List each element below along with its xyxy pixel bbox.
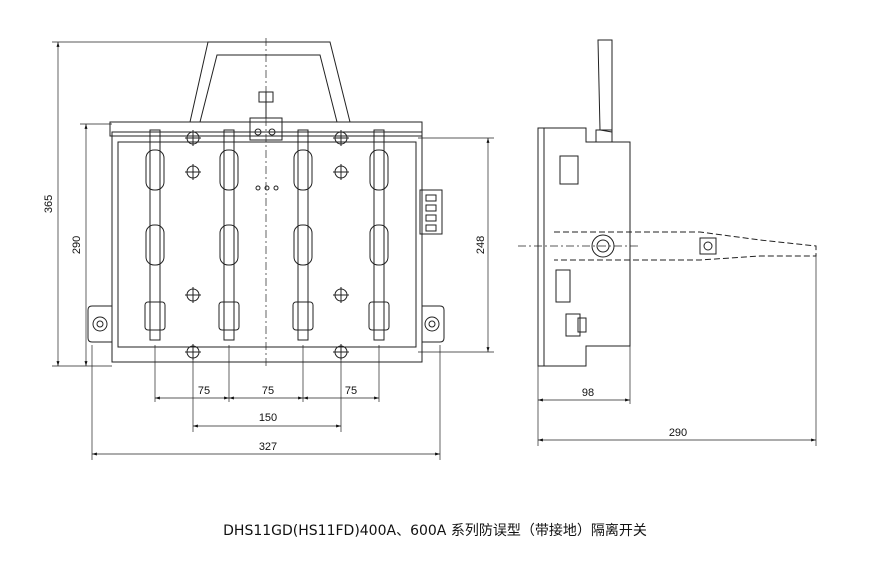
pole-4: [368, 129, 390, 341]
dim-150: 150: [259, 412, 277, 424]
dim-98: 98: [582, 387, 594, 399]
front-view: [87, 38, 445, 368]
left-mount-hole: [92, 316, 108, 332]
side-view: [518, 39, 817, 367]
dim-75-right: 75: [345, 385, 357, 397]
dim-248: 248: [475, 236, 487, 254]
main-body: [111, 131, 423, 363]
dim-290-front: 290: [71, 236, 83, 254]
screw-holes: [185, 130, 349, 360]
dim-75-left: 75: [198, 385, 210, 397]
dim-327: 327: [259, 441, 277, 453]
dim-290-side: 290: [669, 427, 687, 439]
operating-arm: [554, 231, 817, 261]
dim-75-mid: 75: [262, 385, 274, 397]
front-dimensions: [52, 41, 494, 460]
pole-3: [292, 129, 314, 341]
pole-2: [218, 129, 240, 341]
handle-outline: [189, 41, 351, 123]
side-handle-tab: [597, 39, 613, 133]
pole-1: [144, 129, 166, 341]
side-body: [537, 127, 631, 367]
terminal-block: [419, 189, 443, 235]
inner-panel: [117, 141, 417, 348]
right-mount-hole: [424, 316, 440, 332]
side-dimensions: [537, 256, 817, 446]
figure-caption: DHS11GD(HS11FD)400A、600A 系列防误型（带接地）隔离开关: [223, 523, 647, 539]
handle-inner: [199, 54, 338, 123]
dim-365: 365: [43, 195, 55, 213]
left-mount-ear: [87, 305, 112, 343]
right-mount-ear: [422, 305, 445, 343]
